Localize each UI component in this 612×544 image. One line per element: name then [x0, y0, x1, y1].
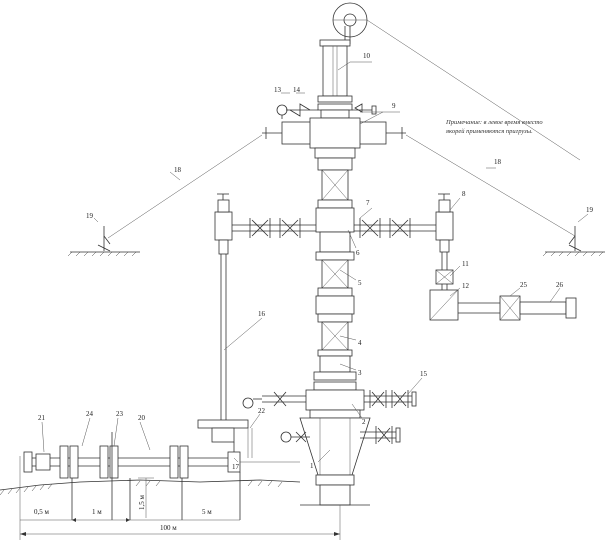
note-line-2: якорей применяются пригрузы.: [445, 128, 533, 135]
callout-4: 4: [358, 339, 362, 347]
dimension-lines: [19, 456, 341, 540]
callout-22: 22: [258, 407, 266, 415]
callout-14: 14: [293, 86, 301, 94]
callout-19-left: 19: [86, 212, 94, 220]
callout-23: 23: [116, 410, 124, 418]
tubing-head-outlet-left: [242, 391, 306, 409]
callout-13: 13: [274, 86, 282, 94]
callout-25: 25: [520, 281, 528, 289]
callout-6: 6: [356, 249, 360, 257]
callout-21: 21: [38, 414, 46, 422]
callout-20: 20: [138, 414, 146, 422]
crosspiece: [262, 117, 406, 149]
callout-11: 11: [462, 260, 469, 268]
vertical-drop-pipe: [220, 254, 227, 425]
anchor-right: [542, 226, 605, 257]
callout-10: 10: [363, 52, 371, 60]
right-wing-line: [354, 193, 577, 321]
pipe-supports: [71, 432, 241, 520]
tubing-head-outlet-right: [364, 390, 417, 408]
main-stack: [299, 147, 371, 506]
callout-24: 24: [86, 410, 94, 418]
callout-2: 2: [362, 418, 366, 426]
callout-18-left: 18: [174, 166, 182, 174]
dimension-1m: 1 м: [92, 508, 102, 516]
callout-16: 16: [258, 310, 266, 318]
callout-26: 26: [556, 281, 564, 289]
callout-9: 9: [392, 102, 396, 110]
callout-15: 15: [420, 370, 428, 378]
callout-5: 5: [358, 279, 362, 287]
callout-7: 7: [366, 199, 370, 207]
gauge-valve-top: [276, 103, 377, 119]
callout-17: 17: [232, 463, 240, 471]
callout-1: 1: [310, 462, 314, 470]
lubricator: [317, 39, 353, 119]
guy-lines: [107, 134, 576, 239]
callout-19-right: 19: [586, 206, 594, 214]
dimension-0-5m: 0,5 м: [34, 508, 50, 516]
casing-outlet: [280, 426, 401, 444]
callout-18-right: 18: [494, 158, 502, 166]
callout-3: 3: [358, 369, 362, 377]
dimension-100m: 100 м: [160, 524, 177, 532]
anchor-left: [67, 226, 140, 257]
callout-8: 8: [462, 190, 466, 198]
dimension-1-5m: 1,5 м: [138, 495, 146, 511]
callout-leaders: [41, 61, 589, 463]
ground-line: [0, 479, 301, 496]
dimension-5m: 5 м: [202, 508, 212, 516]
lower-manifold: [23, 419, 300, 479]
left-wing-line: [214, 193, 316, 255]
note-line-1: Примечание: в левое время вместо: [445, 119, 543, 126]
callout-12-right: 12: [462, 282, 470, 290]
